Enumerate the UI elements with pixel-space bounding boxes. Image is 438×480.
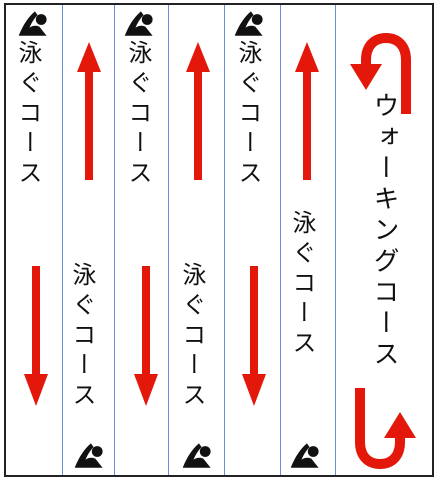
- lane-label: 泳ぐコース: [14, 40, 42, 190]
- swimmer-icon: [124, 11, 153, 36]
- swimmer-icon: [18, 11, 47, 36]
- lane-label: 泳ぐコース: [234, 40, 262, 190]
- lane-divider: [335, 5, 336, 475]
- arrow-down-icon: [242, 266, 266, 406]
- arrow-down-icon: [24, 266, 48, 406]
- lane-label: 泳ぐコース: [68, 262, 96, 412]
- swimmer-icon: [234, 11, 263, 36]
- lane-divider: [114, 5, 115, 475]
- lane-divider: [62, 5, 63, 475]
- lane-divider: [168, 5, 169, 475]
- arrow-up-icon: [186, 42, 210, 180]
- swimmer-icon: [74, 443, 103, 468]
- walking-lane-label: ウォーキングコース: [369, 92, 399, 371]
- sign-border: [4, 3, 434, 477]
- u-turn-arrow-icon: [355, 388, 416, 470]
- lane-divider: [224, 5, 225, 475]
- arrow-up-icon: [295, 42, 319, 180]
- arrow-down-icon: [134, 266, 158, 406]
- arrow-up-icon: [77, 42, 101, 180]
- lane-divider: [280, 5, 281, 475]
- u-turn-arrow-icon: [350, 32, 411, 114]
- swimmer-icon: [182, 443, 211, 468]
- lane-label: 泳ぐコース: [124, 40, 152, 190]
- lane-label: 泳ぐコース: [288, 210, 316, 360]
- swimmer-icon: [290, 443, 319, 468]
- lane-label: 泳ぐコース: [178, 262, 206, 412]
